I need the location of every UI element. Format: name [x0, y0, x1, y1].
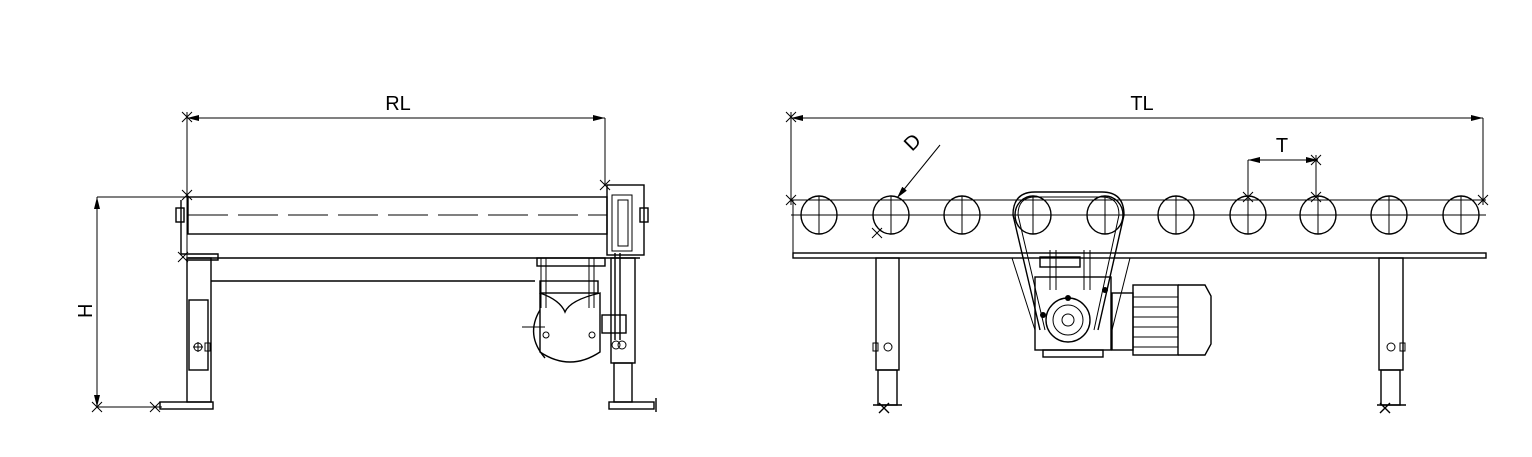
side-view: RL H: [75, 93, 657, 413]
rl-dimension: RL: [177, 93, 611, 263]
roller: [1299, 195, 1337, 235]
roller: [1442, 195, 1480, 235]
roller: [943, 195, 981, 235]
t-dimension: T: [1242, 135, 1322, 203]
tl-label: TL: [1130, 93, 1153, 115]
roller: [1014, 195, 1052, 235]
motor: [1111, 284, 1212, 356]
d-label: D: [900, 130, 926, 156]
roller: [1229, 195, 1267, 235]
front-right-leg: [1377, 257, 1406, 414]
drive-bracket: [606, 184, 645, 340]
roller: [1370, 195, 1408, 235]
roller: [1157, 195, 1195, 235]
d-dimension: D: [871, 130, 941, 239]
h-dimension: H: [75, 196, 187, 413]
tl-dimension: TL: [785, 93, 1489, 206]
rollers: [800, 195, 1480, 235]
rl-label: RL: [385, 93, 411, 115]
roller: [872, 195, 910, 235]
side-gearbox: [522, 257, 627, 363]
t-label: T: [1276, 135, 1288, 157]
h-label: H: [75, 304, 97, 318]
roller: [800, 195, 838, 235]
roller: [1086, 195, 1124, 235]
front-view: TL T D: [785, 93, 1489, 414]
left-bracket: [180, 200, 219, 261]
drive-chain: [1012, 191, 1125, 331]
left-leg: [159, 257, 214, 410]
front-left-leg: [872, 257, 902, 414]
roller-tube: [175, 196, 649, 235]
front-frame: [791, 199, 1487, 259]
front-gearbox: [1000, 250, 1132, 358]
right-leg: [608, 257, 657, 412]
